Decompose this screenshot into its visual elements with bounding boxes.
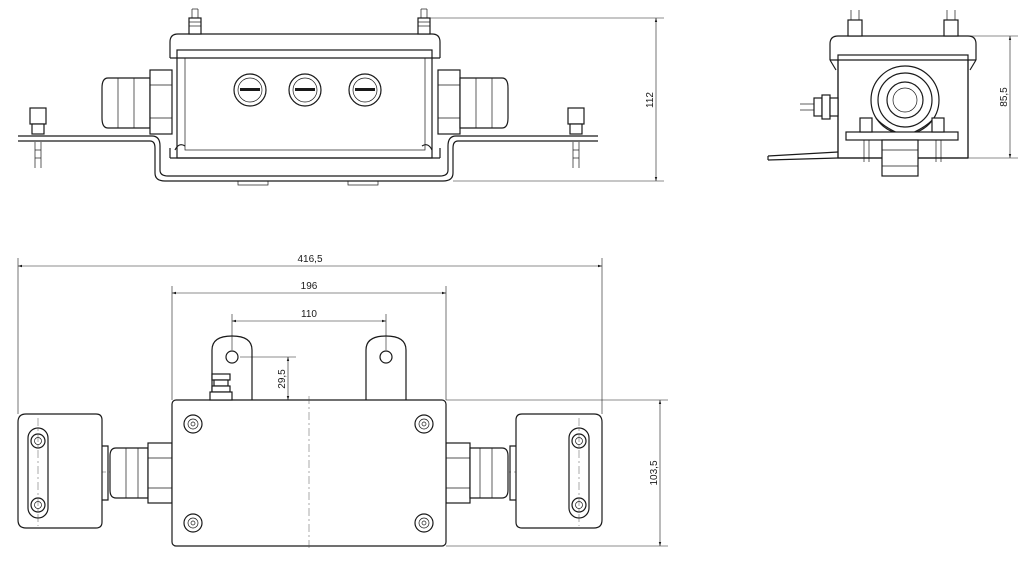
side-view: 112 — [18, 8, 664, 186]
dim-bracket-spacing: 110 — [301, 309, 317, 320]
dim-end-height: 85,5 — [999, 87, 1010, 107]
knob-2 — [288, 73, 322, 107]
gland-top-right — [445, 442, 509, 504]
dim-bracket-offset: 29,5 — [277, 369, 288, 389]
plate-left — [17, 413, 109, 529]
side-nut — [800, 94, 839, 120]
cable-gland-right — [437, 69, 509, 135]
earth-screw — [209, 373, 233, 401]
end-view: 85,5 — [767, 10, 1018, 177]
corner-screw-br — [414, 513, 434, 533]
dim-body-width: 103,5 — [649, 460, 660, 485]
plate-bolt-left — [29, 107, 47, 168]
plate-bolt-right — [567, 107, 585, 168]
dim-overall-length: 416,5 — [297, 254, 322, 265]
end-gland — [870, 65, 940, 137]
top-view: 416,5 196 110 29,5 103,5 — [17, 254, 668, 550]
lid-screw-right — [417, 8, 431, 35]
knob-3 — [348, 73, 382, 107]
gland-top-left — [109, 442, 173, 504]
dim-body-length: 196 — [301, 281, 318, 292]
cable-gland-left — [101, 69, 173, 135]
dim-overall-height: 112 — [645, 92, 656, 108]
knob-1 — [233, 73, 267, 107]
corner-screw-tl — [183, 414, 203, 434]
plate-right — [509, 413, 603, 529]
corner-screw-tr — [414, 414, 434, 434]
lid-screw-left — [188, 8, 202, 35]
corner-screw-bl — [183, 513, 203, 533]
